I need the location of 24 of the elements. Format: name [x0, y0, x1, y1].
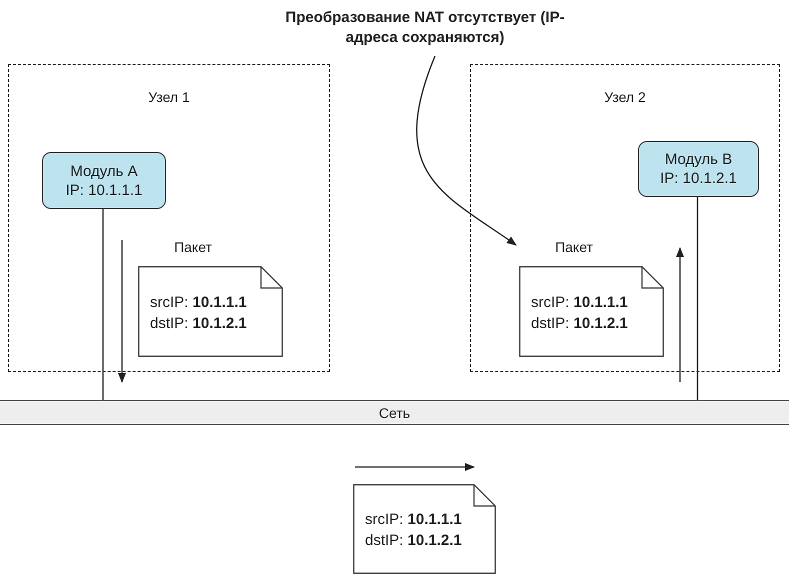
packet-label: Пакет	[554, 239, 594, 255]
packet-field-text: srcIP: 10.1.1.1	[531, 292, 628, 312]
connector-line	[696, 196, 698, 400]
module-text: Модуль B	[664, 150, 732, 169]
packet-field-text: srcIP: 10.1.1.1	[365, 510, 462, 530]
module-text: Модуль A	[70, 162, 138, 180]
network-band	[0, 400, 789, 425]
group-title: Узел 2	[603, 89, 647, 105]
packet-field-text: dstIP: 10.1.2.1	[365, 531, 462, 551]
module-box	[42, 152, 166, 209]
network-label: Сеть	[378, 404, 410, 420]
node-group-box	[8, 64, 330, 372]
module-box	[638, 141, 759, 197]
packet-field-text: srcIP: 10.1.1.1	[150, 292, 247, 312]
packet-field-text: dstIP: 10.1.2.1	[531, 314, 628, 334]
group-title: Узел 1	[147, 89, 191, 105]
module-text: IP: 10.1.1.1	[66, 180, 142, 200]
module-text: IP: 10.1.2.1	[660, 169, 737, 188]
packet-field-text: dstIP: 10.1.2.1	[150, 314, 247, 334]
packet-label: Пакет	[173, 239, 213, 255]
node-group-box	[470, 64, 780, 372]
connector-line	[102, 208, 104, 400]
arrow	[416, 56, 517, 246]
annotation-text: Преобразование NAT отсутствует (IP-адреса сохраняются)	[284, 8, 566, 48]
